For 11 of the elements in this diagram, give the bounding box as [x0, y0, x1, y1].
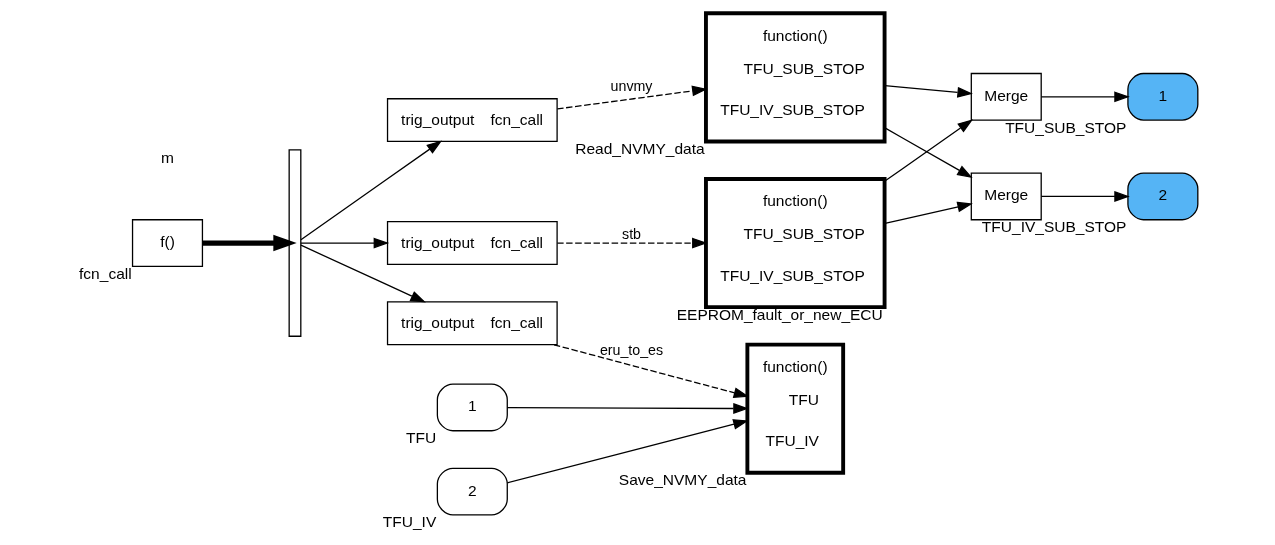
node-label: TFU_SUB_STOP — [1004, 118, 1126, 136]
node-label: fcn_call — [78, 264, 132, 282]
node-label: TFU_IV_SUB_STOP — [981, 218, 1126, 236]
node-label: Save_NVMY_data — [618, 471, 746, 489]
edge-label: unvmy — [610, 78, 652, 95]
node-label: Read_NVMY_data — [574, 139, 705, 157]
edge-label: stb — [621, 225, 641, 242]
edge-label: eru_to_es — [599, 342, 663, 359]
node-label: TFU_IV — [382, 513, 436, 531]
node-label: TFU — [405, 429, 436, 447]
label: m — [160, 148, 174, 166]
